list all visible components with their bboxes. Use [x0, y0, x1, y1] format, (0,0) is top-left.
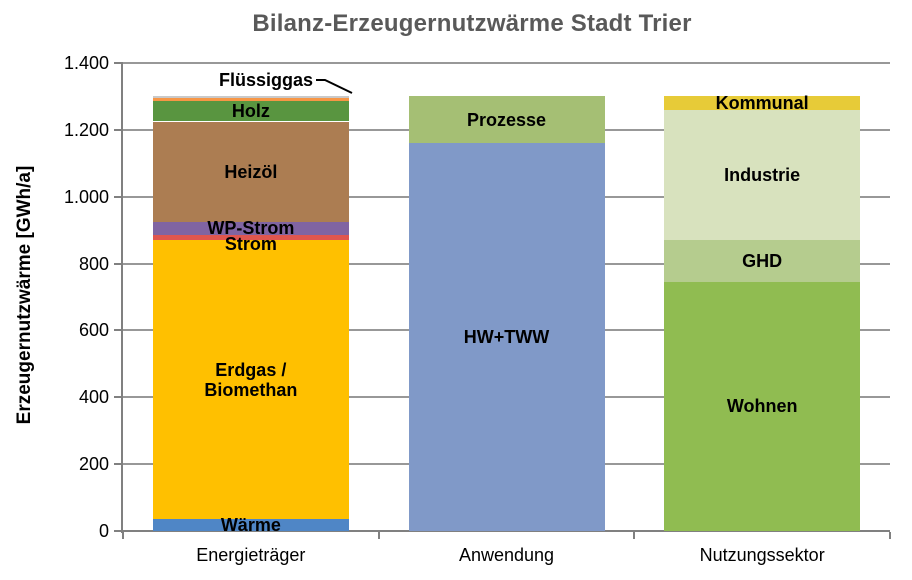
bar-segment-heizol: [152, 121, 349, 222]
x-tick-mark-0: [122, 532, 124, 539]
gridline-1400: [123, 62, 890, 64]
bar-segment-label-prozesse: Prozesse: [466, 109, 547, 130]
bar-segment-prozesse: [408, 96, 605, 144]
bar-segment-label-wp-strom: WP-Strom: [207, 218, 295, 239]
y-tick-mark-1400: [114, 62, 123, 64]
bar-segment-label-holz: Holz: [231, 101, 270, 122]
bar-segment-label-warme: Wärme: [220, 515, 281, 536]
y-tick-mark-0: [114, 530, 123, 532]
bar-segment-label-ghd: GHD: [742, 251, 783, 272]
y-tick-label-200: 200: [78, 454, 109, 475]
x-category-label-nutzungssektor: Nutzungssektor: [699, 545, 825, 565]
y-tick-label-1000: 1.000: [63, 186, 109, 207]
chart-title: Bilanz-Erzeugernutzwärme Stadt Trier: [252, 10, 692, 37]
bar-segment-ghd: [664, 240, 861, 282]
bar-segment-wp-strom: [152, 221, 349, 236]
y-tick-mark-400: [114, 396, 123, 399]
bar-segment-warme: [152, 519, 349, 531]
y-tick-label-1200: 1.200: [63, 119, 109, 140]
annotation-fluessiggas-label: Flüssiggas: [218, 70, 313, 90]
y-tick-label-0: 0: [98, 521, 109, 541]
bar-segment-flussiggas: [152, 96, 349, 102]
bar-segment-wohnen: [664, 281, 861, 531]
bar-segment-kommunal: [664, 96, 861, 110]
bar-segment-label-hw-tww: HW+TWW: [463, 327, 550, 348]
x-category-label-anwendung: Anwendung: [458, 545, 555, 565]
x-axis-line: [123, 530, 890, 532]
x-category-label-energietrager: Energieträger: [196, 545, 306, 565]
x-tick-mark-2: [633, 532, 636, 539]
bar-segment-hw-tww: [408, 143, 605, 531]
y-tick-label-600: 600: [78, 320, 109, 341]
x-tick-mark-1: [377, 532, 380, 539]
bar-segment-label-strom: Strom: [224, 233, 277, 254]
y-tick-mark-1000: [114, 195, 123, 198]
bar-segment-label-wohnen: Wohnen: [726, 396, 798, 417]
y-tick-mark-200: [114, 463, 123, 466]
y-tick-label-1400: 1.400: [63, 53, 109, 73]
bar-segment-label-erdgas-biomethan: Erdgas / Biomethan: [204, 359, 298, 400]
x-tick-mark-3: [889, 532, 891, 539]
y-tick-mark-600: [114, 329, 123, 332]
y-tick-mark-1200: [114, 128, 123, 131]
bar-segment-label-heizol: Heizöl: [224, 161, 278, 182]
y-tick-label-400: 400: [78, 387, 109, 408]
bar-segment-label-industrie: Industrie: [724, 164, 801, 185]
y-tick-label-800: 800: [78, 253, 109, 274]
bar-segment-holz: [152, 101, 349, 122]
bar-segment-erdgas-biomethan: [152, 240, 349, 520]
y-tick-mark-800: [114, 262, 123, 265]
y-axis-line: [121, 63, 123, 533]
bar-segment-strom: [152, 235, 349, 241]
bar-segment-industrie: [664, 109, 861, 241]
bar-segment-label-kommunal: Kommunal: [715, 93, 809, 114]
